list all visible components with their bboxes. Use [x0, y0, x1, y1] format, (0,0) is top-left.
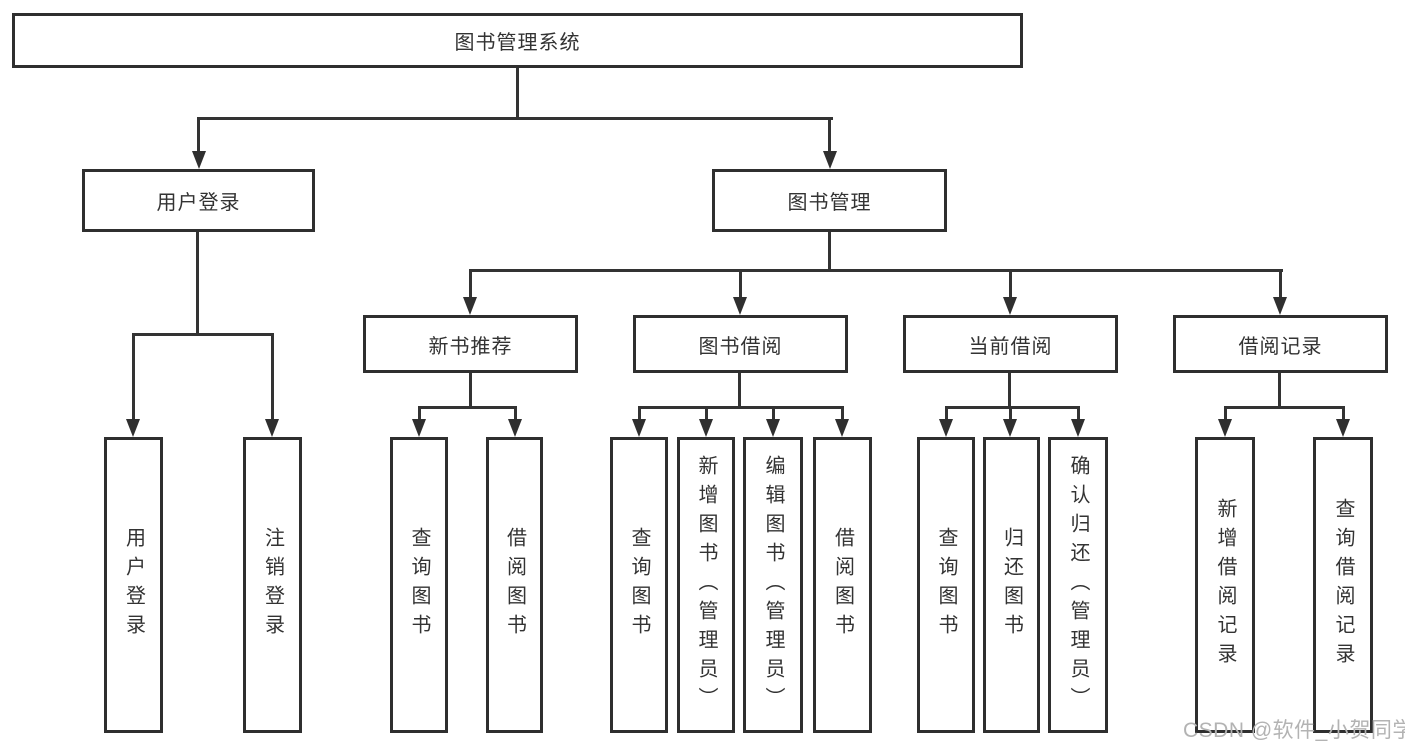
node-new-book-recommend: 新书推荐: [363, 315, 578, 373]
node-book-borrow-label: 图书借阅: [698, 335, 783, 358]
connector-bookmgmt-stem: [828, 232, 831, 272]
leaf-borrow-query-books: 查询图书: [610, 437, 668, 733]
connector-bookmgmt-bar: [469, 269, 1283, 272]
connector-bookmgmt-drop-1: [469, 269, 472, 299]
connector-root-drop-right: [828, 117, 831, 152]
leaf-newbook-borrow-books-label: 借阅图书: [503, 527, 526, 643]
connector-userlogin-drop-1: [132, 333, 135, 421]
connector-userlogin-bar: [132, 333, 274, 336]
leaf-add-borrow-record-label: 新增借阅记录: [1214, 498, 1236, 672]
arrowhead-down-icon: [463, 297, 477, 315]
leaf-newbook-query-books-label: 查询图书: [408, 527, 430, 643]
arrowhead-down-icon: [733, 297, 747, 315]
connector-bookborrow-drop-4: [841, 406, 844, 422]
leaf-newbook-query-books: 查询图书: [390, 437, 448, 733]
arrowhead-down-icon: [823, 151, 837, 169]
connector-records-drop-1: [1224, 406, 1227, 422]
leaf-edit-book-admin: 编辑图书（管理员）: [743, 437, 803, 733]
connector-bookmgmt-drop-2: [739, 269, 742, 299]
connector-bookborrow-drop-3: [772, 406, 775, 422]
connector-bookborrow-bar: [638, 406, 844, 409]
connector-newbook-drop-2: [514, 406, 517, 422]
leaf-return-books-label: 归还图书: [1000, 527, 1023, 643]
arrowhead-down-icon: [412, 419, 426, 437]
connector-bookborrow-drop-1: [638, 406, 641, 422]
node-user-login: 用户登录: [82, 169, 315, 232]
node-book-management-label: 图书管理: [787, 192, 872, 214]
arrowhead-down-icon: [632, 419, 646, 437]
node-borrow-records-label: 借阅记录: [1238, 335, 1323, 358]
connector-currentborrow-stem: [1008, 373, 1011, 409]
connector-bookmgmt-drop-3: [1009, 269, 1012, 299]
connector-records-bar: [1224, 406, 1345, 409]
arrowhead-down-icon: [1003, 297, 1017, 315]
node-current-borrow: 当前借阅: [903, 315, 1118, 373]
leaf-query-borrow-record: 查询借阅记录: [1313, 437, 1373, 733]
arrowhead-down-icon: [699, 419, 713, 437]
arrowhead-down-icon: [1003, 419, 1017, 437]
connector-currentborrow-drop-3: [1077, 406, 1080, 422]
connector-root-bar: [197, 117, 833, 120]
connector-userlogin-drop-2: [271, 333, 274, 421]
leaf-add-borrow-record: 新增借阅记录: [1195, 437, 1255, 733]
leaf-edit-book-admin-label: 编辑图书（管理员）: [762, 454, 784, 716]
connector-newbook-bar: [418, 406, 517, 409]
leaf-borrow-query-books-label: 查询图书: [628, 527, 650, 643]
connector-records-drop-2: [1342, 406, 1345, 422]
leaf-borrow-books: 借阅图书: [813, 437, 872, 733]
arrowhead-down-icon: [766, 419, 780, 437]
connector-bookmgmt-drop-4: [1279, 269, 1282, 299]
connector-bookborrow-drop-2: [705, 406, 708, 422]
connector-root-drop-left: [197, 117, 200, 152]
arrowhead-down-icon: [1273, 297, 1287, 315]
connector-bookborrow-stem: [738, 373, 741, 409]
arrowhead-down-icon: [192, 151, 206, 169]
arrowhead-down-icon: [508, 419, 522, 437]
node-book-borrow: 图书借阅: [633, 315, 848, 373]
leaf-confirm-return-admin-label: 确认归还（管理员）: [1067, 454, 1089, 716]
arrowhead-down-icon: [1218, 419, 1232, 437]
leaf-add-book-admin: 新增图书（管理员）: [677, 437, 735, 733]
leaf-user-login-label: 用户登录: [122, 527, 145, 643]
node-root-label: 图书管理系统: [454, 32, 581, 54]
leaf-add-book-admin-label: 新增图书（管理员）: [695, 454, 717, 716]
node-current-borrow-label: 当前借阅: [968, 335, 1053, 358]
leaf-current-query-books-label: 查询图书: [935, 527, 957, 643]
leaf-confirm-return-admin: 确认归还（管理员）: [1048, 437, 1108, 733]
leaf-return-books: 归还图书: [983, 437, 1040, 733]
csdn-watermark: CSDN @软件_小贺同学: [1183, 719, 1405, 742]
connector-newbook-drop-1: [418, 406, 421, 422]
connector-root-stem: [516, 68, 519, 120]
arrowhead-down-icon: [126, 419, 140, 437]
connector-records-stem: [1278, 373, 1281, 409]
arrowhead-down-icon: [939, 419, 953, 437]
connector-currentborrow-bar: [945, 406, 1080, 409]
leaf-user-login: 用户登录: [104, 437, 163, 733]
node-new-book-recommend-label: 新书推荐: [428, 335, 513, 358]
connector-userlogin-stem: [196, 232, 199, 336]
connector-newbook-stem: [469, 373, 472, 409]
node-user-login-label: 用户登录: [156, 192, 241, 214]
connector-currentborrow-drop-2: [1009, 406, 1012, 422]
leaf-logout-label: 注销登录: [261, 527, 284, 643]
leaf-newbook-borrow-books: 借阅图书: [486, 437, 543, 733]
arrowhead-down-icon: [1336, 419, 1350, 437]
leaf-logout: 注销登录: [243, 437, 302, 733]
leaf-borrow-books-label: 借阅图书: [831, 527, 854, 643]
arrowhead-down-icon: [835, 419, 849, 437]
node-root: 图书管理系统: [12, 13, 1023, 68]
leaf-current-query-books: 查询图书: [917, 437, 975, 733]
node-borrow-records: 借阅记录: [1173, 315, 1388, 373]
node-book-management: 图书管理: [712, 169, 947, 232]
arrowhead-down-icon: [265, 419, 279, 437]
leaf-query-borrow-record-label: 查询借阅记录: [1332, 498, 1354, 672]
arrowhead-down-icon: [1071, 419, 1085, 437]
connector-currentborrow-drop-1: [945, 406, 948, 422]
